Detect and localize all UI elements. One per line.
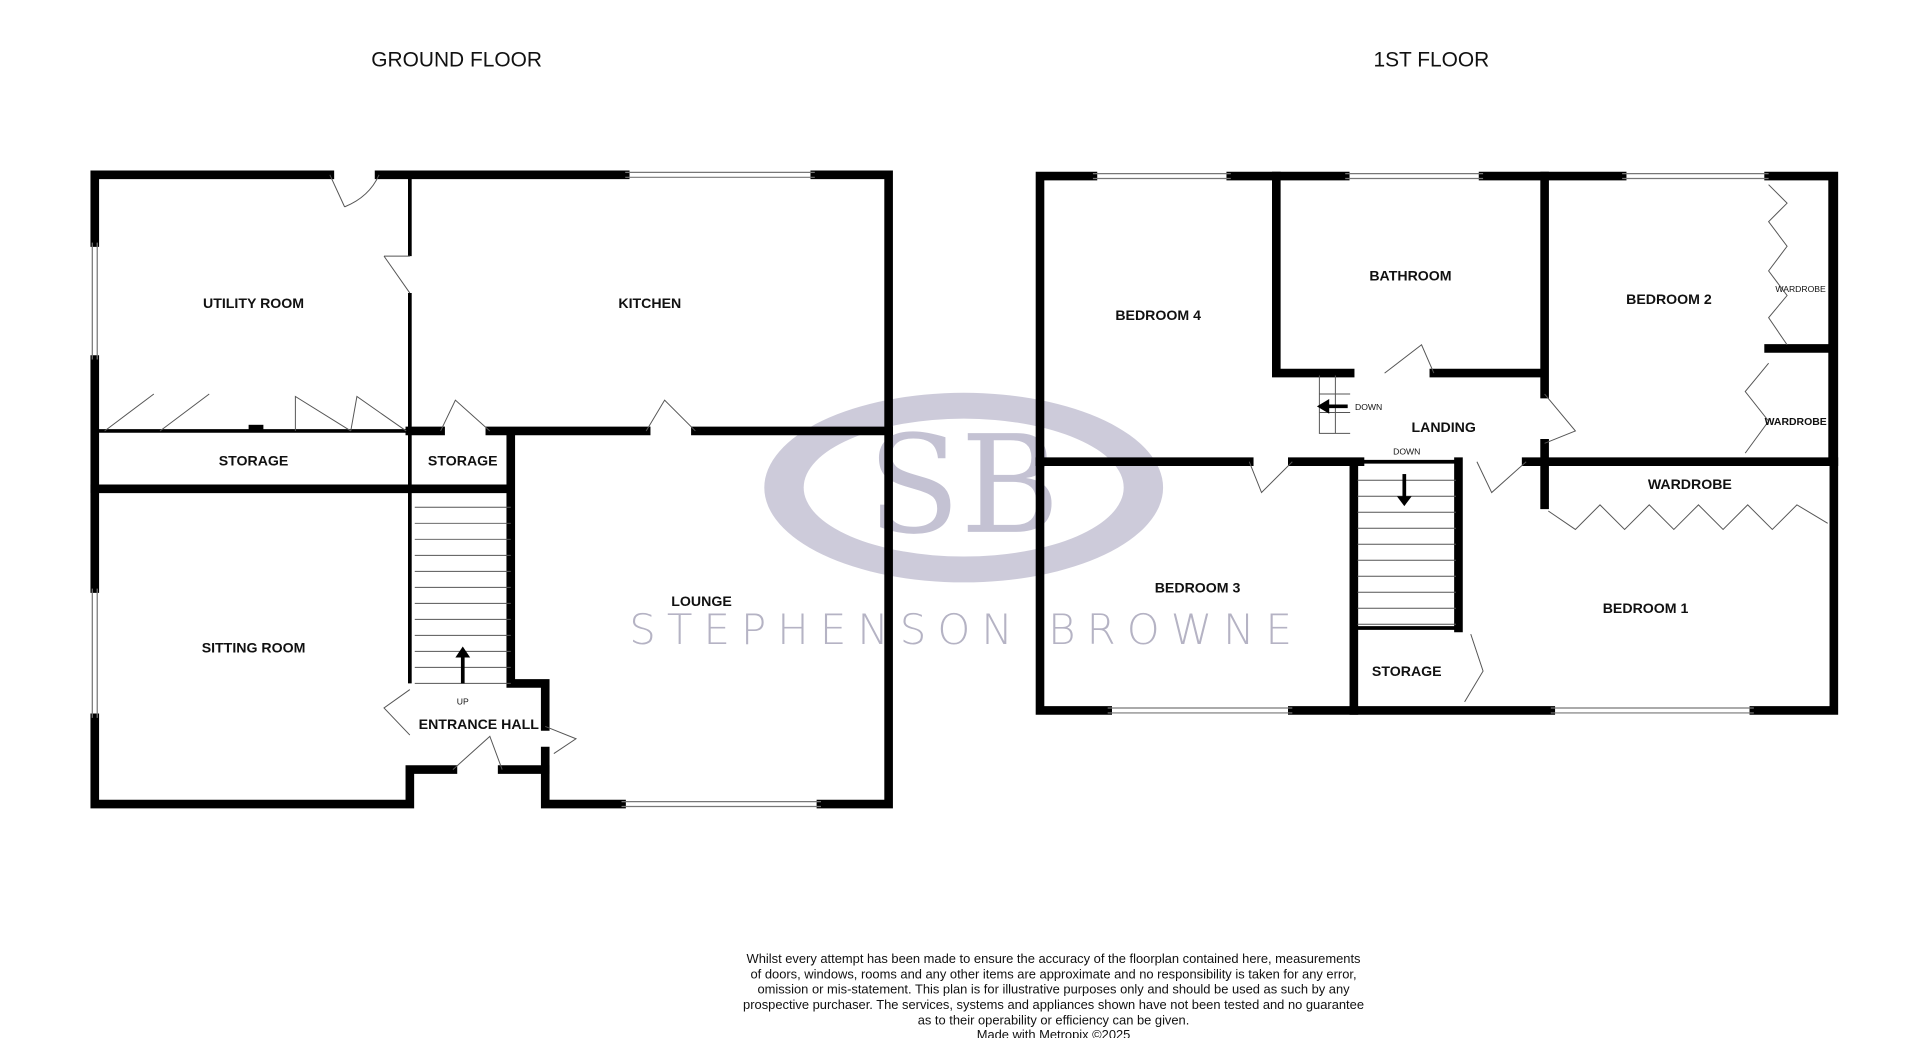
room-label-sitting-room: SITTING ROOM	[202, 640, 306, 656]
disclaimer-line: of doors, windows, rooms and any other i…	[751, 966, 1357, 981]
watermark-logo: SB	[764, 392, 1164, 583]
room-label-wardrobe-bedroom-1: WARDROBE	[1648, 476, 1732, 492]
disclaimer-line: prospective purchaser. The services, sys…	[743, 997, 1364, 1012]
first-floor-plan: BEDROOM 4 BATHROOM BEDROOM 2 LANDING BED…	[1035, 171, 1839, 715]
room-label-bedroom-1: BEDROOM 1	[1603, 600, 1689, 616]
watermark-text: STEPHENSON BROWNE	[629, 605, 1303, 654]
ground-floor-title: GROUND FLOOR	[371, 48, 542, 71]
room-label-wardrobe-lower: WARDROBE	[1765, 417, 1827, 428]
disclaimer-line: Whilst every attempt has been made to en…	[747, 951, 1361, 966]
room-label-bedroom-2: BEDROOM 2	[1626, 291, 1712, 307]
room-label-wardrobe-upper: WARDROBE	[1775, 284, 1826, 294]
stairs-down-label-2: DOWN	[1393, 446, 1420, 456]
room-label-landing: LANDING	[1411, 419, 1475, 435]
room-label-entrance-hall: ENTRANCE HALL	[419, 716, 540, 732]
disclaimer-line: omission or mis-statement. This plan is …	[757, 982, 1350, 997]
room-label-kitchen: KITCHEN	[618, 295, 681, 311]
room-label-bedroom-3: BEDROOM 3	[1155, 579, 1241, 595]
room-label-bedroom-4: BEDROOM 4	[1115, 307, 1201, 323]
room-label-bathroom: BATHROOM	[1369, 268, 1451, 284]
metropix-credit: Made with Metropix ©2025	[977, 1027, 1131, 1038]
room-label-storage-small: STORAGE	[428, 452, 498, 468]
room-label-storage: STORAGE	[219, 452, 289, 468]
disclaimer: Whilst every attempt has been made to en…	[743, 951, 1364, 1038]
stairs-down-label-1: DOWN	[1355, 402, 1382, 412]
stairs-up-label: UP	[457, 696, 469, 706]
room-label-storage: STORAGE	[1372, 663, 1442, 679]
disclaimer-line: as to their operability or efficiency ca…	[918, 1012, 1190, 1027]
ground-floor-plan: UTILITY ROOM KITCHEN STORAGE STORAGE SIT…	[90, 170, 893, 809]
watermark-monogram: SB	[868, 406, 1060, 564]
room-label-utility-room: UTILITY ROOM	[203, 295, 304, 311]
room-label-lounge: LOUNGE	[671, 593, 731, 609]
first-floor-title: 1ST FLOOR	[1373, 48, 1489, 71]
